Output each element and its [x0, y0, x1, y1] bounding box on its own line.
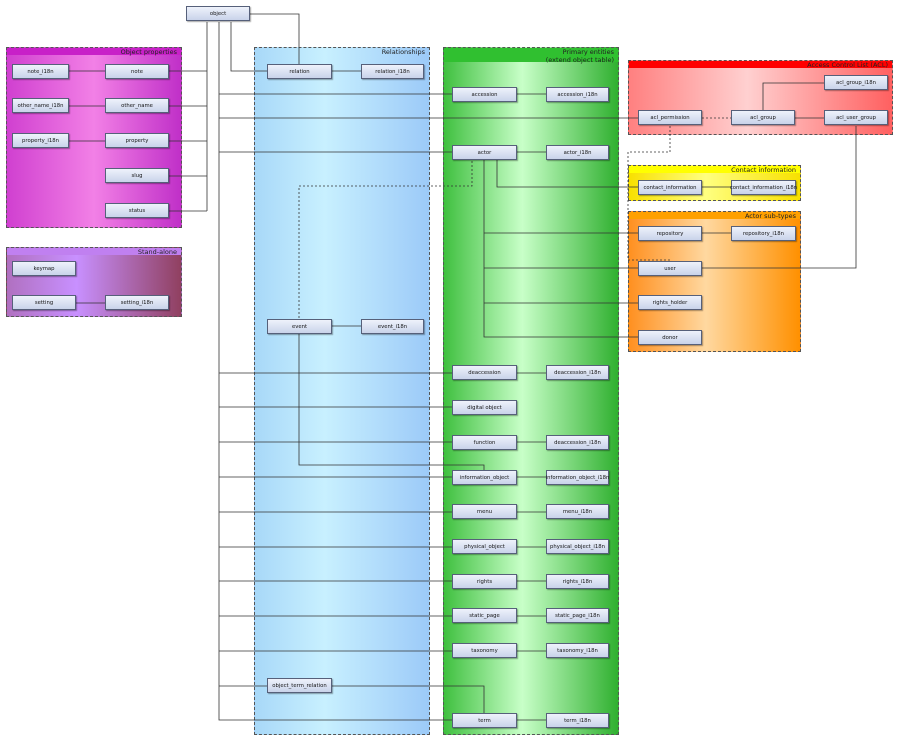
- entity-actor-i18n[interactable]: actor_i18n: [546, 145, 609, 160]
- group-title: Contact information: [731, 166, 796, 174]
- entity-repository-i18n[interactable]: repository_i18n: [731, 226, 796, 241]
- entity-other-name[interactable]: other_name: [105, 98, 169, 113]
- entity-acl-group[interactable]: acl_group: [731, 110, 795, 125]
- connector-event-actor: [298, 160, 473, 318]
- entity-other-name-i18n[interactable]: other_name_i18n: [12, 98, 69, 113]
- entity-menu[interactable]: menu: [452, 504, 517, 519]
- entity-acl-permission[interactable]: acl_permission: [638, 110, 702, 125]
- connector-object-main: [218, 22, 452, 721]
- connector-acl-perm-dashed: [627, 126, 671, 261]
- entity-taxonomy[interactable]: taxonomy: [452, 643, 517, 658]
- entity-function-i18n[interactable]: deaccession_i18n: [546, 435, 609, 450]
- entity-function[interactable]: function: [452, 435, 517, 450]
- entity-digital-object[interactable]: digital object: [452, 400, 517, 415]
- group-header-bar: [629, 61, 892, 68]
- entity-relation-i18n[interactable]: relation_i18n: [361, 64, 424, 79]
- entity-deaccession-i18n[interactable]: deaccession_i18n: [546, 365, 609, 380]
- entity-object[interactable]: object: [186, 6, 250, 21]
- entity-event-i18n[interactable]: event_i18n: [361, 319, 424, 334]
- entity-acl-user-group[interactable]: acl_user_group: [824, 110, 888, 125]
- entity-deaccession[interactable]: deaccession: [452, 365, 517, 380]
- entity-keymap[interactable]: keymap: [12, 261, 76, 276]
- entity-physical-object-i18n[interactable]: physical_object_i18n: [546, 539, 609, 554]
- connector-acl-user-user: [702, 126, 857, 269]
- group-header-bar: [444, 48, 618, 62]
- entity-accession-i18n[interactable]: accession_i18n: [546, 87, 609, 102]
- entity-note-i18n[interactable]: note_i18n: [12, 64, 69, 79]
- connector-object-relation-left: [230, 22, 267, 72]
- connector-event-info: [298, 333, 485, 470]
- entity-relation[interactable]: relation: [267, 64, 332, 79]
- entity-rights[interactable]: rights: [452, 574, 517, 589]
- entity-property[interactable]: property: [105, 133, 169, 148]
- entity-menu-i18n[interactable]: menu_i18n: [546, 504, 609, 519]
- entity-contact-information[interactable]: contact_information: [638, 180, 702, 195]
- entity-acl-group-i18n[interactable]: acl_group_i18n: [824, 75, 888, 90]
- group-title: Object properties: [120, 48, 177, 56]
- connector-object-relation: [250, 13, 300, 64]
- entity-setting[interactable]: setting: [12, 295, 76, 310]
- group-header-bar: [7, 248, 181, 255]
- entity-information-object[interactable]: information_object: [452, 470, 517, 485]
- connector-actor-contact: [496, 160, 638, 188]
- entity-term-i18n[interactable]: term_i18n: [546, 713, 609, 728]
- group-title: Access Control List (ACL): [807, 61, 888, 69]
- group-header-bar: [629, 212, 800, 219]
- entity-rights-holder[interactable]: rights_holder: [638, 295, 702, 310]
- entity-information-object-i18n[interactable]: information_object_i18n: [546, 470, 609, 485]
- entity-status[interactable]: status: [105, 203, 169, 218]
- group-title: Stand-alone: [137, 248, 177, 256]
- entity-contact-information-i18n[interactable]: contact_information_i18n: [730, 180, 797, 195]
- group-title: Relationships: [381, 48, 425, 56]
- entity-slug[interactable]: slug: [105, 168, 169, 183]
- entity-accession[interactable]: accession: [452, 87, 517, 102]
- entity-rights-i18n[interactable]: rights_i18n: [546, 574, 609, 589]
- entity-physical-object[interactable]: physical_object: [452, 539, 517, 554]
- group-title: Primary entities (extend object table): [545, 48, 614, 64]
- entity-taxonomy-i18n[interactable]: taxonomy_i18n: [546, 643, 609, 658]
- entity-donor[interactable]: donor: [638, 330, 702, 345]
- entity-property-i18n[interactable]: property_i18n: [12, 133, 69, 148]
- entity-term[interactable]: term: [452, 713, 517, 728]
- group-header-bar: [629, 166, 800, 173]
- entity-repository[interactable]: repository: [638, 226, 702, 241]
- entity-user[interactable]: user: [638, 261, 702, 276]
- entity-actor[interactable]: actor: [452, 145, 517, 160]
- entity-event[interactable]: event: [267, 319, 332, 334]
- entity-note[interactable]: note: [105, 64, 169, 79]
- entity-setting-i18n[interactable]: setting_i18n: [105, 295, 169, 310]
- entity-object-term-relation[interactable]: object_term_relation: [267, 678, 332, 693]
- connector-actor-subtypes: [483, 160, 638, 338]
- group-relationships: Relationships: [254, 47, 430, 735]
- connector-otr-term: [332, 685, 485, 713]
- entity-static-page[interactable]: static_page: [452, 608, 517, 623]
- group-title: Actor sub-types: [744, 212, 796, 220]
- entity-static-page-i18n[interactable]: static_page_i18n: [546, 608, 609, 623]
- group-header-bar: [7, 48, 181, 55]
- connector-acl-group-i18n: [762, 82, 824, 110]
